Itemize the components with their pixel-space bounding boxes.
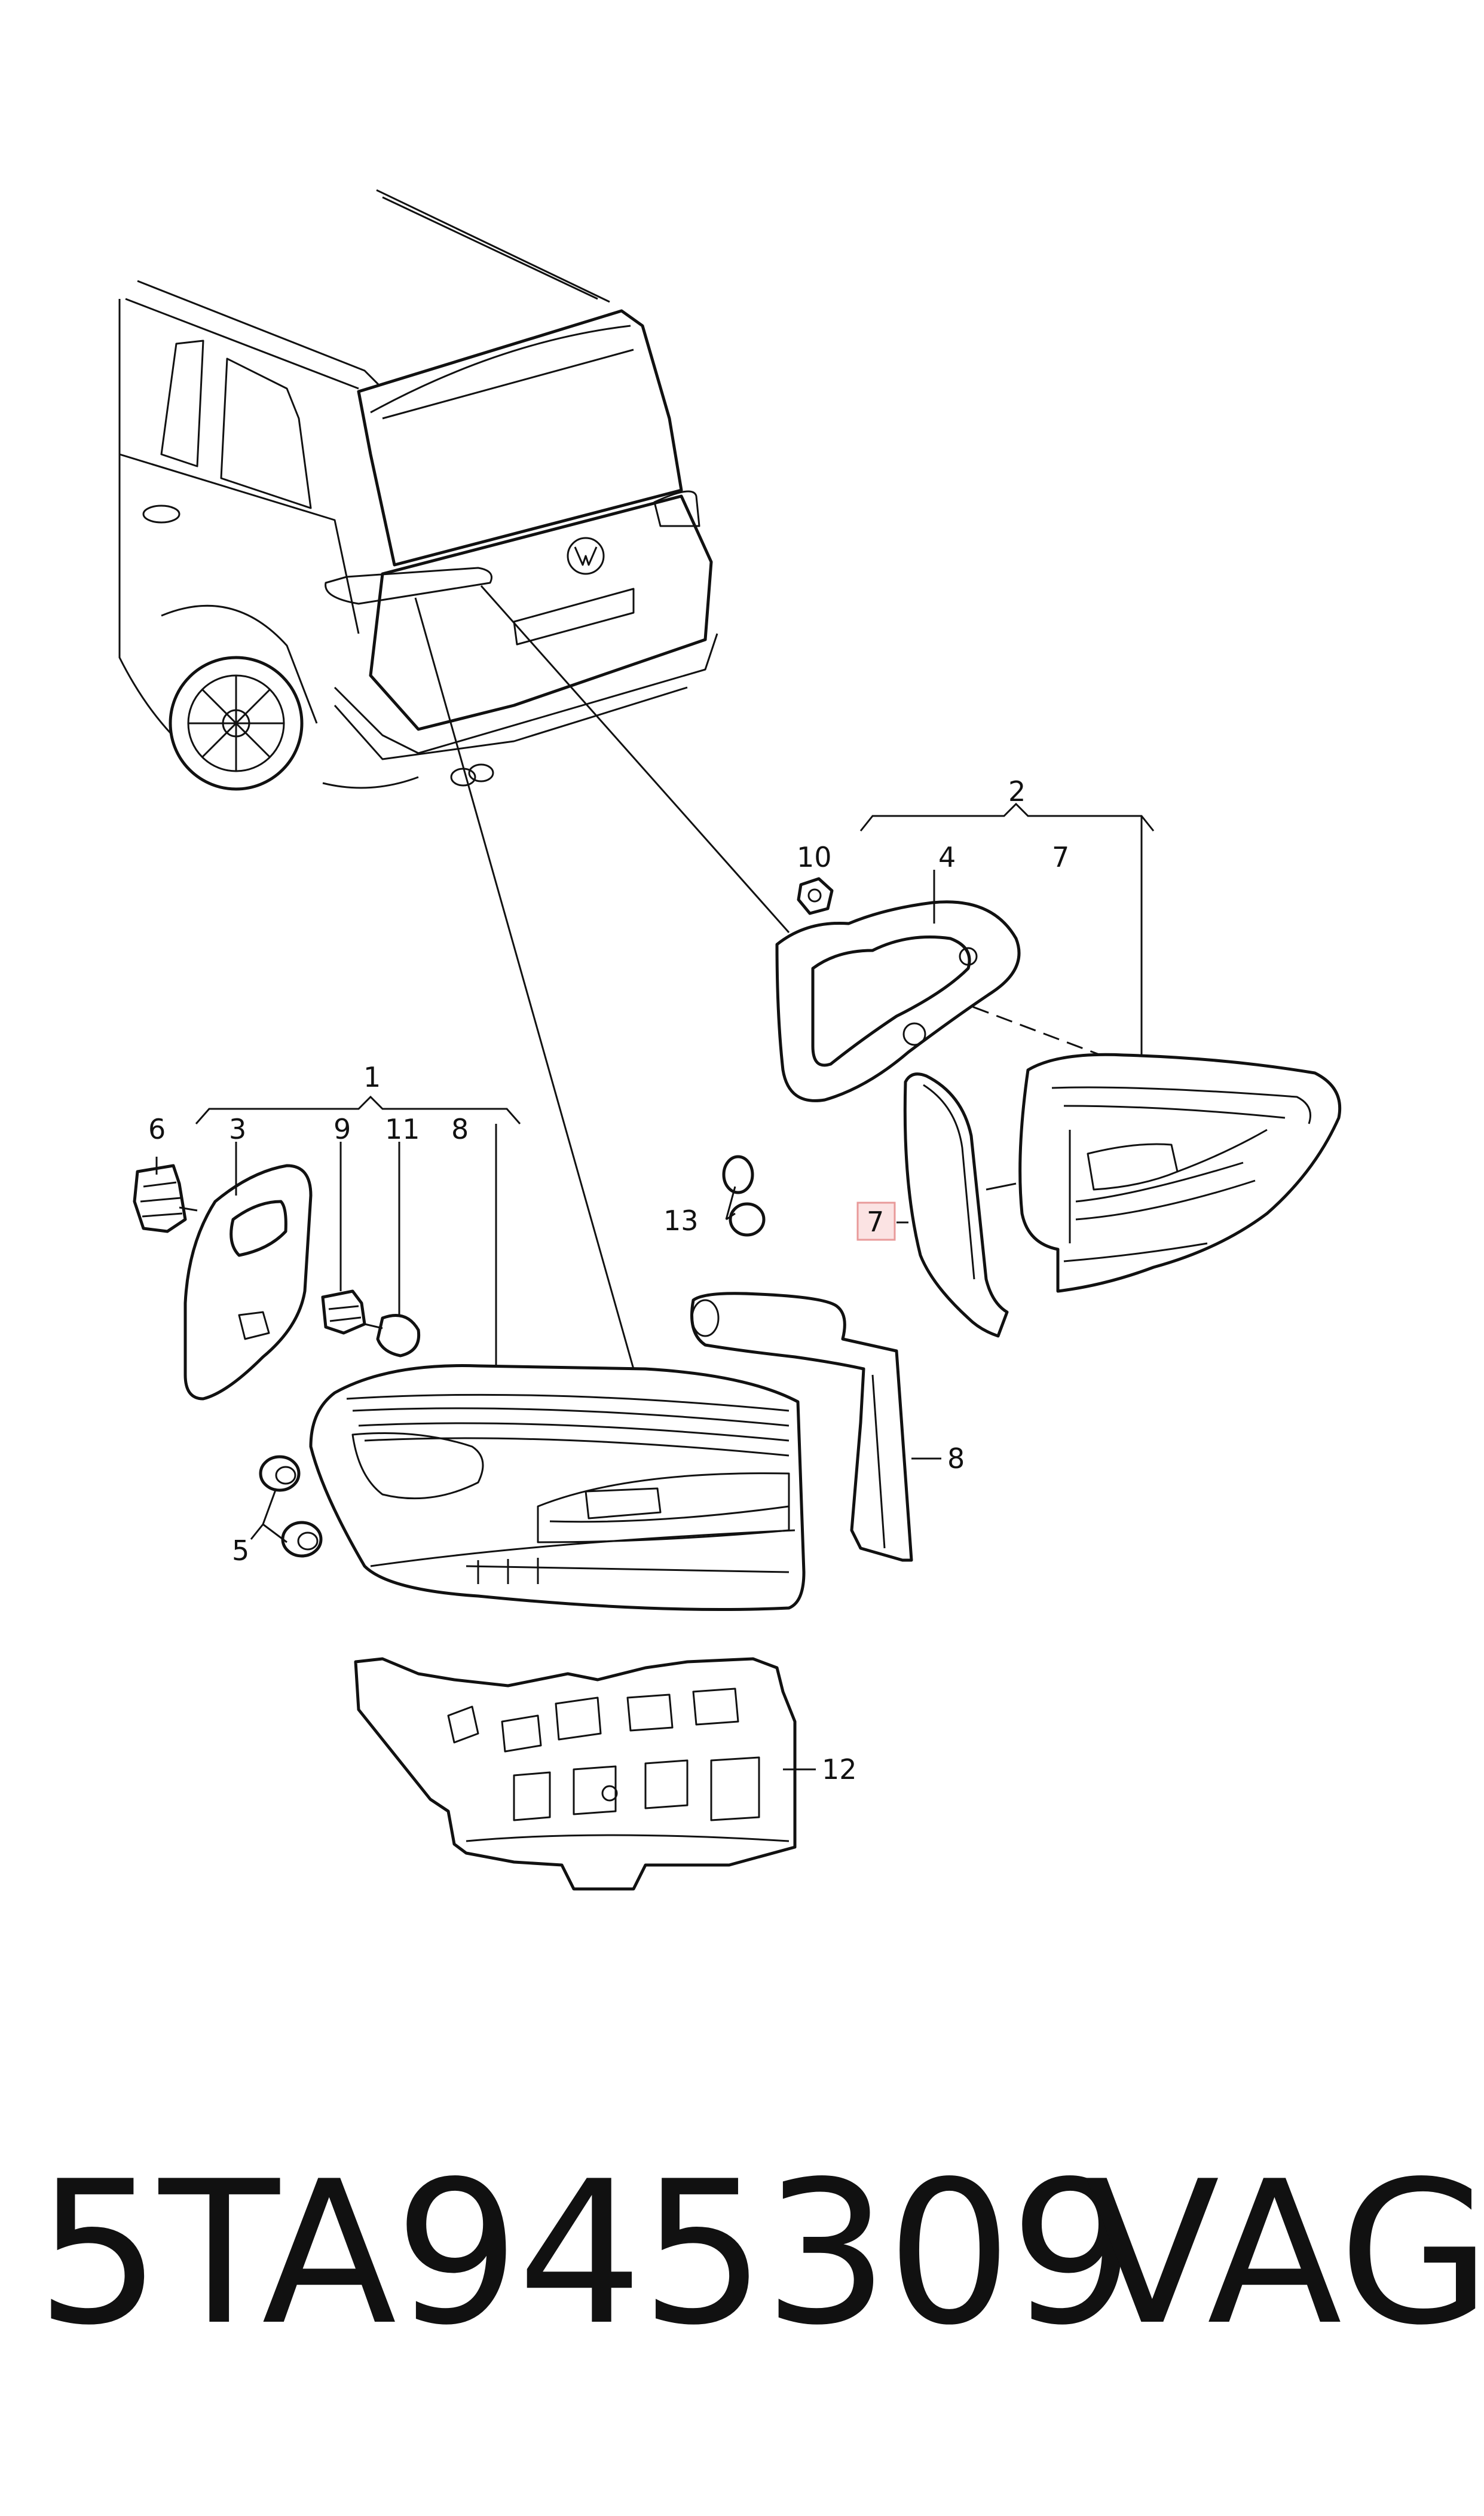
vehicle-illustration xyxy=(118,189,718,791)
callout-leaders xyxy=(155,870,1017,1771)
callout-labels: 2 10 4 7 1 6 3 9 11 8 13 7 8 5 12 xyxy=(148,775,1069,1786)
callout-3: 3 xyxy=(229,1113,246,1145)
part-number: 5TA945309 xyxy=(36,2139,1135,2368)
part-10-nut xyxy=(797,877,834,915)
callout-8-group: 8 xyxy=(451,1113,469,1145)
callout-8-seal: 8 xyxy=(947,1442,965,1475)
part-8-seal-strip xyxy=(690,1292,913,1562)
callout-1: 1 xyxy=(363,1061,381,1093)
callout-2: 2 xyxy=(1008,775,1026,808)
callout-13: 13 xyxy=(663,1204,699,1237)
callout-9: 9 xyxy=(333,1113,351,1145)
part-13-caps xyxy=(722,1155,766,1237)
part-7-trim-strip xyxy=(903,1072,1009,1338)
part-4-gasket xyxy=(775,900,1021,1102)
callout-4: 4 xyxy=(938,841,956,873)
part-5-grommets xyxy=(259,1455,323,1558)
part-11-bulb xyxy=(364,1314,421,1358)
callout-7-group: 7 xyxy=(1052,841,1069,873)
bracket-group-2 xyxy=(859,802,1155,1064)
part-8-outer-lamp xyxy=(309,1364,806,1611)
callout-7-highlight xyxy=(856,1202,896,1241)
callout-5: 5 xyxy=(232,1534,249,1567)
part-7-inner-lamp xyxy=(1018,1053,1342,1293)
brand-label: VAG xyxy=(1085,2139,1484,2368)
bracket-group-1 xyxy=(195,1095,521,1369)
part-3-gasket xyxy=(183,1164,313,1401)
callout-11: 11 xyxy=(385,1113,420,1145)
callout-7-trim: 7 xyxy=(867,1206,884,1238)
callout-12: 12 xyxy=(822,1753,857,1786)
footer: 5TA945309 VAG xyxy=(0,2128,1484,2379)
callout-10: 10 xyxy=(797,841,832,873)
callout-6: 6 xyxy=(148,1113,166,1145)
part-12-carrier xyxy=(354,1657,797,1891)
parts-diagram: 2 10 4 7 1 6 3 9 11 8 13 7 8 5 12 xyxy=(118,189,1342,1891)
part-6-socket xyxy=(133,1164,198,1233)
part-9-socket xyxy=(321,1289,366,1335)
